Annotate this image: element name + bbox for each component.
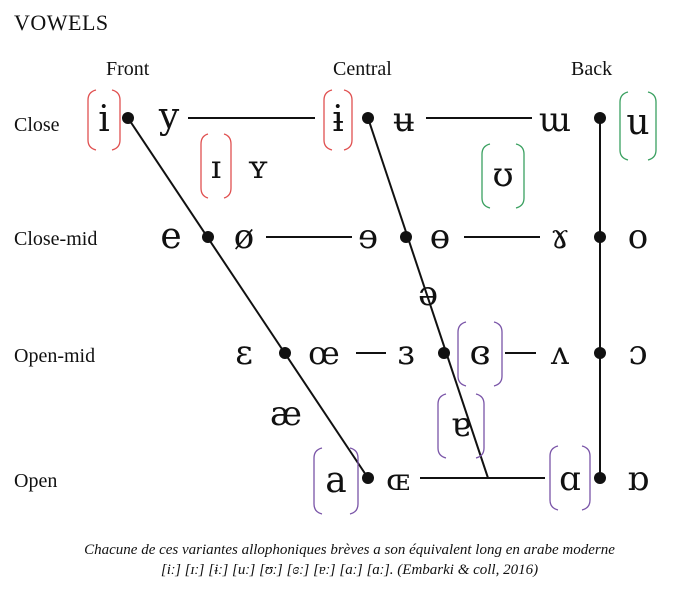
vowel-oe-ligature: œ (308, 334, 340, 372)
bracket-aturned-left (437, 393, 447, 459)
column-label-central: Central (333, 58, 392, 80)
bracket-i-left (87, 89, 97, 151)
dot-openmid-back (594, 347, 606, 359)
bracket-ascript-left (549, 445, 559, 511)
column-label-back: Back (571, 58, 613, 80)
vowel-u: u (626, 102, 649, 143)
vowel-small-capital-y: ʏ (248, 148, 269, 186)
dot-open-back (594, 472, 606, 484)
bracket-ascript-right (581, 445, 591, 511)
vowel-ram-horns: ɤ (550, 217, 569, 257)
vowel-turned-script-a: ɒ (627, 459, 649, 499)
bracket-U-right (515, 143, 525, 209)
caption-line-1: Chacune de ces variantes allophoniques b… (84, 542, 615, 558)
diagram-title: VOWELS (14, 10, 109, 35)
vowel-turned-a: ɐ (451, 405, 471, 445)
vowel-i: i (98, 99, 110, 140)
dot-openmid-front (279, 347, 291, 359)
vowel-open-o: ɔ (628, 333, 647, 373)
caption-line-2: [iː] [ɪː] [ɨː] [uː] [ʊː] [ɞː] [ɐː] [aː] … (160, 562, 539, 578)
vowel-ash: æ (270, 394, 302, 434)
bracket-aturned-right (475, 393, 485, 459)
vowel-o-slash: ø (234, 217, 254, 257)
bracket-ibar-right (343, 89, 353, 151)
bracket-a-left (313, 447, 323, 515)
bracket-a-right (349, 447, 359, 515)
bracket-I-right (223, 133, 232, 199)
vowel-u-bar: ʉ (393, 100, 415, 140)
vowel-chart: i y ɨ ʉ ɯ u ɪ ʏ ʊ e ø ɘ ɵ ɤ o ə ɛ œ ɜ ɞ … (87, 89, 657, 515)
vowel-epsilon: ɛ (235, 333, 253, 373)
dot-close-back (594, 112, 606, 124)
row-label-close-mid: Close-mid (14, 228, 98, 250)
bracket-u-right (647, 91, 657, 161)
dot-closemid-central (400, 231, 412, 243)
vowel-i-bar: ɨ (332, 99, 344, 140)
dot-close-front (122, 112, 134, 124)
dot-closemid-front (202, 231, 214, 243)
row-label-close: Close (14, 114, 60, 136)
vowel-turned-m: ɯ (539, 100, 571, 140)
central-line (367, 117, 489, 479)
dot-close-central (362, 112, 374, 124)
vowel-small-capital-oe: ɶ (386, 463, 410, 498)
front-edge-line (127, 117, 369, 479)
vowel-reversed-e: ɘ (358, 217, 378, 257)
vowel-e: e (160, 216, 181, 257)
bracket-I-left (200, 133, 209, 199)
vowel-a: a (325, 460, 346, 501)
vowel-upsilon: ʊ (492, 155, 513, 195)
vowel-small-capital-i: ɪ (211, 148, 221, 186)
bracket-u-left (619, 91, 629, 161)
vowel-closed-reversed-epsilon: ɞ (470, 333, 491, 373)
bracket-U-left (481, 143, 491, 209)
vowel-reversed-epsilon: ɜ (397, 333, 414, 373)
bracket-epsclosed-left (457, 321, 467, 387)
dot-openmid-central (438, 347, 450, 359)
vowel-o: o (628, 217, 648, 257)
bracket-epsclosed-right (493, 321, 503, 387)
vowel-turned-v: ʌ (550, 334, 569, 372)
column-label-front: Front (106, 58, 150, 80)
vowel-y: y (158, 96, 180, 137)
vowel-script-a: ɑ (559, 459, 581, 499)
dot-closemid-back (594, 231, 606, 243)
bracket-ibar-left (323, 89, 333, 151)
vowel-barred-o: ɵ (430, 217, 450, 257)
dot-open-front (362, 472, 374, 484)
row-label-open: Open (14, 470, 58, 492)
vowel-schwa: ə (418, 274, 438, 314)
bracket-i-right (111, 89, 121, 151)
row-label-open-mid: Open-mid (14, 345, 96, 367)
caption: Chacune de ces variantes allophoniques b… (0, 540, 699, 580)
